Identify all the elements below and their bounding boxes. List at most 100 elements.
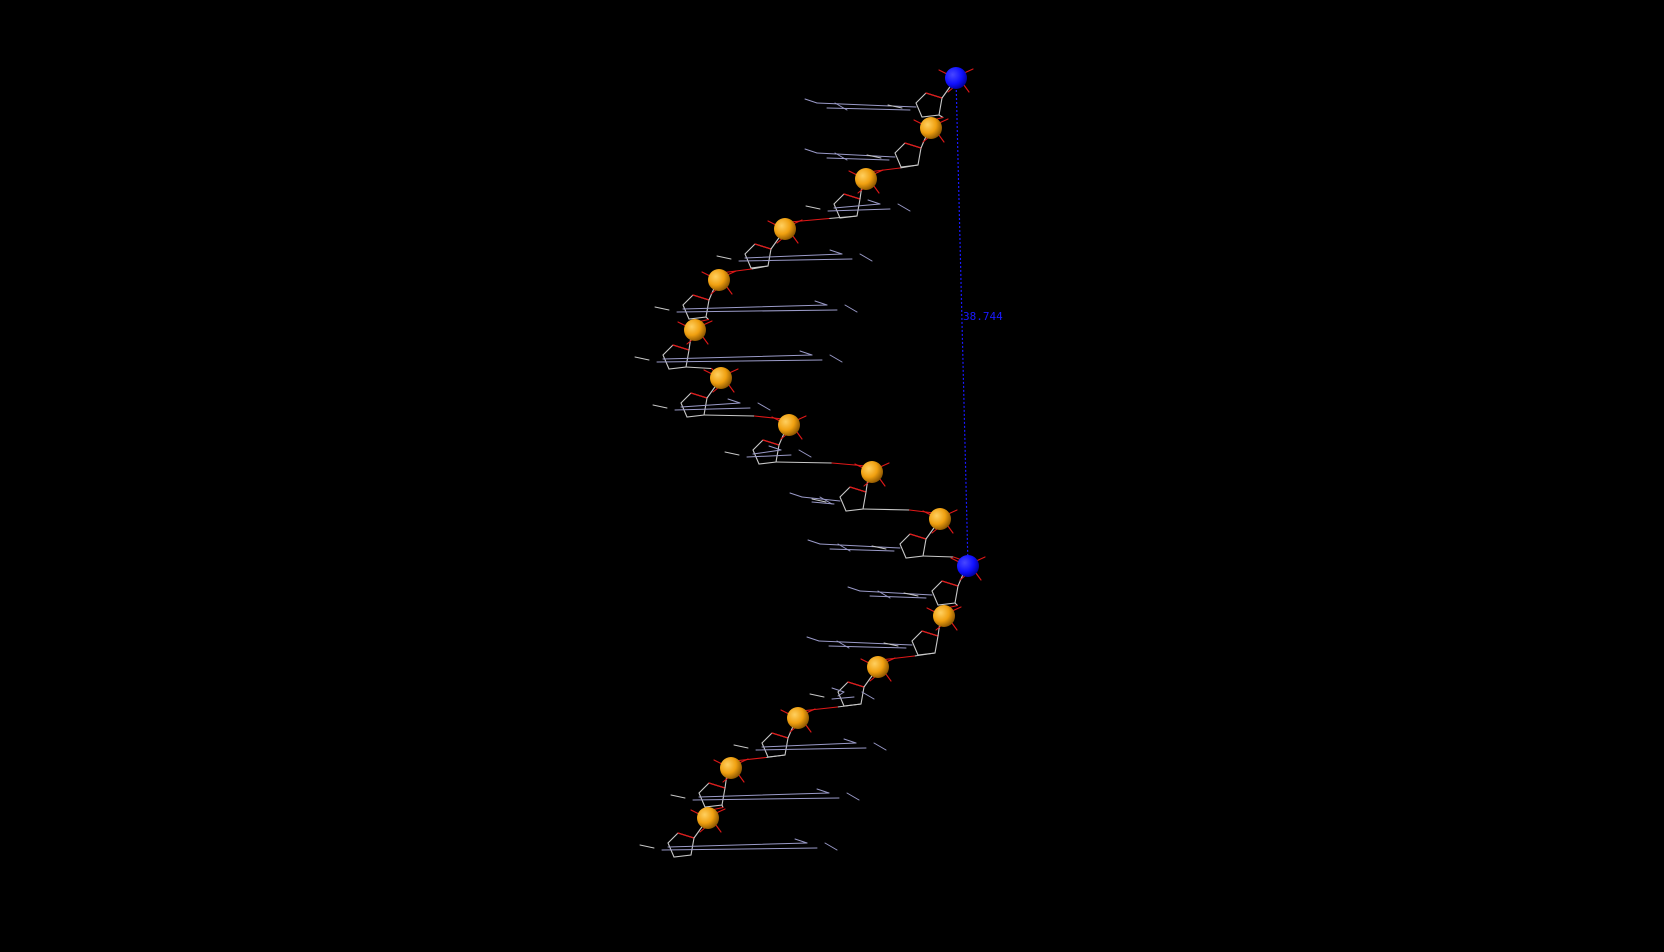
backbone-bond <box>765 754 786 759</box>
backbone-oxygen-bond <box>831 462 867 467</box>
base-bond <box>652 404 668 409</box>
ring-oxygen-bond <box>677 832 695 839</box>
base-bond <box>883 642 899 647</box>
backbone-oxygen-bond <box>753 415 784 420</box>
marked-atom-sphere <box>945 67 967 89</box>
distance-measurement: 38.744 <box>955 77 1003 567</box>
base-bond <box>819 543 901 549</box>
backbone-bond <box>862 508 911 511</box>
base-bond <box>831 696 855 700</box>
base-bond <box>806 636 820 642</box>
base-bond <box>804 98 818 104</box>
base-bond <box>676 309 838 313</box>
base-bond <box>744 253 843 259</box>
base-bond <box>829 354 843 363</box>
base-bond <box>716 255 732 260</box>
base-bond <box>662 354 813 360</box>
base-bond <box>768 445 782 451</box>
ring-oxygen-bond <box>690 392 708 399</box>
base-bond <box>761 742 857 748</box>
phosphate-atom-sphere <box>855 168 877 190</box>
base-bond <box>746 454 792 458</box>
base-bond <box>738 258 853 262</box>
base-bond <box>837 691 845 697</box>
base-bond <box>818 640 913 646</box>
phosphate-atom-sphere <box>720 757 742 779</box>
base-bond <box>789 492 803 498</box>
base-bond <box>867 199 881 205</box>
backbone-bond <box>899 164 919 169</box>
phosphate-atom-sphere <box>684 319 706 341</box>
phosphate-atom-sphere <box>778 414 800 436</box>
phosphate-atom-sphere <box>929 508 951 530</box>
ring-oxygen-bond <box>843 193 861 200</box>
base-bond <box>873 742 887 751</box>
base-bond <box>634 356 650 361</box>
base-bond <box>752 449 782 455</box>
base-bond <box>807 539 821 545</box>
phosphate-atom-sphere <box>787 707 809 729</box>
ring-oxygen-bond <box>941 580 959 587</box>
base-bond <box>887 104 903 109</box>
base-bond <box>871 545 887 550</box>
backbone-bond <box>836 703 862 708</box>
ring-oxygen-bond <box>708 782 726 789</box>
base-bond <box>811 501 835 505</box>
base-bond <box>682 304 828 310</box>
distance-line <box>955 77 969 567</box>
marked-atom-sphere <box>957 555 979 577</box>
backbone-bond <box>913 652 936 657</box>
ring-oxygen-bond <box>847 681 865 688</box>
base-bond <box>819 496 833 505</box>
base-bond <box>724 451 740 456</box>
base-bond <box>843 738 857 744</box>
base-bond <box>661 847 818 851</box>
base-bond <box>656 359 823 363</box>
wireframe-layer <box>634 68 986 858</box>
base-bond <box>814 300 828 306</box>
base-bond <box>674 407 751 411</box>
base-bond <box>834 152 848 161</box>
base-bond <box>811 498 827 503</box>
base-bond <box>844 304 858 313</box>
base-bond <box>798 449 812 458</box>
phosphate-atom-sphere <box>708 269 730 291</box>
backbone-bond <box>703 414 756 417</box>
base-bond <box>827 208 891 212</box>
base-bond <box>799 350 813 356</box>
distance-label: 38.744 <box>963 310 1003 323</box>
backbone-oxygen-bond <box>908 509 935 514</box>
base-bond <box>667 842 808 848</box>
base-bond <box>837 543 851 552</box>
ring-oxygen-bond <box>692 294 710 301</box>
base-bond <box>733 744 749 749</box>
base-bond <box>861 691 875 700</box>
base-bond <box>831 687 845 693</box>
base-bond <box>698 792 830 798</box>
ring-oxygen-bond <box>921 630 939 637</box>
backbone-bond <box>750 265 769 270</box>
base-bond <box>846 792 860 801</box>
phosphate-atom-sphere <box>697 807 719 829</box>
base-bond <box>816 152 896 158</box>
base-bond <box>816 788 830 794</box>
base-bond <box>859 253 873 262</box>
phosphate-atom-sphere <box>710 367 732 389</box>
ring-oxygen-bond <box>754 243 772 250</box>
base-bond <box>833 203 881 209</box>
phosphate-atom-sphere <box>861 461 883 483</box>
base-bond <box>794 838 808 844</box>
phosphate-atom-sphere <box>920 117 942 139</box>
base-bond <box>859 590 933 596</box>
ring-oxygen-bond <box>672 344 690 351</box>
ring-oxygen-bond <box>771 732 789 739</box>
phosphate-atom-sphere <box>933 605 955 627</box>
base-bond <box>809 693 825 698</box>
backbone-bond <box>938 114 944 119</box>
base-bond <box>824 842 838 851</box>
base-bond <box>829 548 895 552</box>
base-bond <box>866 154 882 159</box>
backbone-bond <box>922 555 955 558</box>
